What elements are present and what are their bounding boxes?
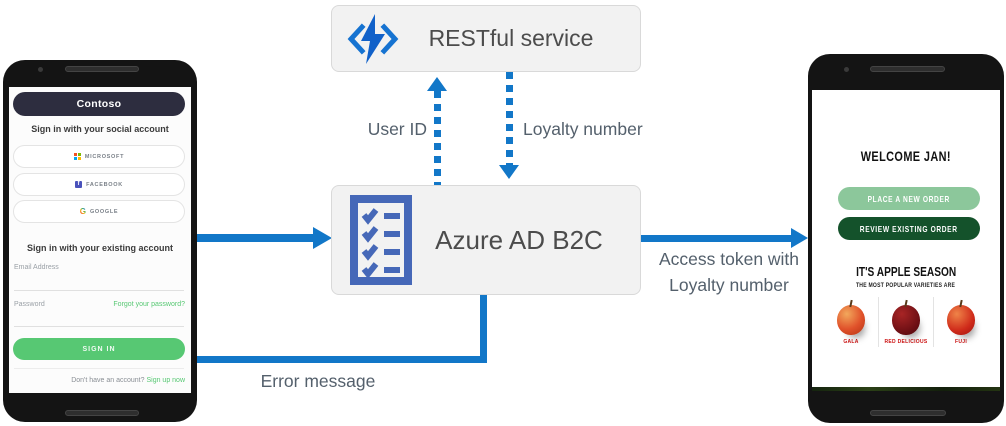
welcome-text-inner: WELCOME JAN! [860, 148, 952, 164]
password-field-underline [14, 326, 184, 327]
camera-icon [38, 67, 43, 72]
loyalty-arrow-shaft [506, 72, 513, 165]
place-new-order-button[interactable]: PLACE A NEW ORDER [838, 187, 980, 210]
apple-varieties-row: GALA RED DELICIOUS FUJI [824, 297, 988, 347]
facebook-button-label: FACEBOOK [86, 181, 123, 188]
signin-arrow-head [313, 227, 332, 249]
signin-screen: Contoso Sign in with your social account… [9, 87, 191, 393]
gala-apple-image [837, 305, 865, 335]
microsoft-icon [73, 153, 81, 160]
divider [14, 368, 184, 369]
signup-prompt: Don't have an account? [71, 377, 147, 384]
google-button-label: GOOGLE [89, 208, 119, 215]
signin-arrow-shaft [197, 234, 313, 242]
signup-link[interactable]: Sign up now [146, 377, 185, 384]
user-id-arrow-head [427, 77, 447, 91]
signup-row: Don't have an account? Sign up now [71, 377, 185, 384]
apple-season-title-inner: IT'S APPLE SEASON [855, 264, 957, 279]
access-token-arrow-head [791, 228, 808, 248]
restful-service-label: RESTful service [428, 25, 594, 51]
left-phone-frame: Contoso Sign in with your social account… [3, 60, 197, 422]
google-icon: G [79, 207, 86, 216]
apple-label: GALA [843, 339, 859, 345]
welcome-text: WELCOME JAN! [812, 148, 1000, 164]
restful-service-box: RESTful service [331, 5, 641, 72]
access-token-label: Access token with Loyalty number [648, 246, 810, 298]
user-id-label: User ID [367, 119, 427, 139]
apple-item: FUJI [934, 297, 988, 347]
user-id-arrow-shaft [434, 91, 441, 185]
email-field-underline [14, 290, 184, 291]
apple-item: GALA [824, 297, 878, 347]
sign-in-button[interactable]: SIGN IN [13, 338, 185, 360]
existing-account-heading: Sign in with your existing account [26, 243, 173, 253]
apple-season-title: IT'S APPLE SEASON [812, 264, 1000, 279]
loyalty-arrow-head [499, 165, 519, 179]
bottom-speaker-bar [65, 410, 139, 416]
bottom-speaker-bar [870, 410, 946, 416]
apple-label: FUJI [954, 339, 968, 345]
facebook-signin-button[interactable]: f FACEBOOK [13, 173, 185, 196]
apple-label: RED DELICIOUS [884, 339, 928, 345]
footer-image-strip [812, 387, 1000, 391]
forgot-password-link[interactable]: Forgot your password? [113, 301, 185, 308]
google-signin-button[interactable]: G GOOGLE [13, 200, 185, 223]
apple-season-subtitle-inner: THE MOST POPULAR VARIETIES ARE [856, 282, 956, 289]
speaker-slot [65, 66, 139, 72]
contoso-header: Contoso [13, 92, 185, 116]
red-delicious-apple-image [892, 305, 920, 335]
review-existing-order-label: REVIEW EXISTING ORDER [860, 223, 958, 234]
error-message-label: Error message [260, 371, 376, 391]
place-new-order-label: PLACE A NEW ORDER [867, 193, 951, 204]
apple-season-subtitle: THE MOST POPULAR VARIETIES ARE [812, 282, 1000, 289]
access-token-label-line1: Access token with [658, 249, 800, 269]
loyalty-number-label: Loyalty number [523, 119, 643, 139]
microsoft-button-label: MICROSOFT [84, 153, 125, 160]
review-existing-order-button[interactable]: REVIEW EXISTING ORDER [838, 217, 980, 240]
facebook-icon: f [75, 181, 83, 188]
azure-ad-b2c-label: Azure AD B2C [435, 224, 603, 255]
fuji-apple-image [947, 305, 975, 335]
access-token-arrow-shaft [641, 235, 791, 242]
password-field[interactable]: Password [14, 301, 45, 308]
right-phone-frame: WELCOME JAN! PLACE A NEW ORDER REVIEW EX… [808, 54, 1004, 423]
apple-item: RED DELICIOUS [878, 297, 934, 347]
azure-functions-icon [347, 13, 399, 64]
email-field[interactable]: Email Address [14, 264, 59, 271]
azure-ad-b2c-box: Azure AD B2C [331, 185, 641, 295]
error-message-path [197, 295, 487, 363]
camera-icon [844, 67, 849, 72]
welcome-screen: WELCOME JAN! PLACE A NEW ORDER REVIEW EX… [812, 90, 1000, 391]
speaker-slot [870, 66, 945, 72]
microsoft-signin-button[interactable]: MICROSOFT [13, 145, 185, 168]
checklist-icon [350, 195, 412, 285]
social-account-heading: Sign in with your social account [31, 124, 169, 134]
access-token-label-line2: Loyalty number [669, 275, 789, 295]
